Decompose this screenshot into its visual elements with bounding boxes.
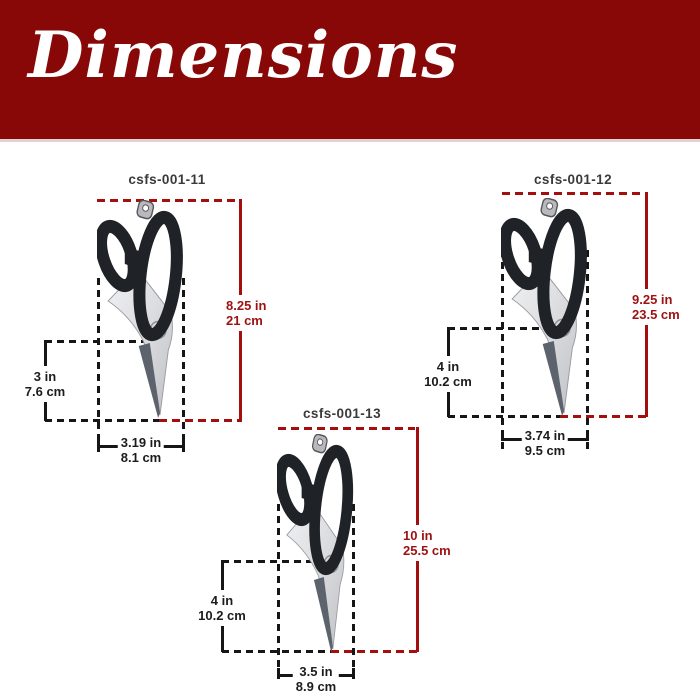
width-inches: 3.5 in: [299, 664, 333, 679]
blade-length-label: 4 in 10.2 cm: [195, 590, 249, 626]
length-dimension-bottom-line: [159, 419, 242, 422]
width-dimension-left-line: [501, 250, 504, 450]
width-cm: 8.9 cm: [295, 679, 337, 694]
blade-dimension-bottom-line: [448, 415, 560, 418]
length-dimension-top-line: [97, 199, 240, 202]
length-dimension-bottom-line: [331, 650, 417, 653]
blade-length-cm: 10.2 cm: [198, 608, 246, 623]
blade-length-cm: 7.6 cm: [24, 384, 66, 399]
scissors-illustration: [501, 198, 589, 420]
blade-dimension-bottom-line: [222, 650, 331, 653]
width-bracket-left-tick: [277, 668, 280, 677]
width-dimension-right-line: [182, 278, 185, 452]
overall-length-cm: 23.5 cm: [632, 307, 680, 322]
width-bracket-left-tick: [501, 432, 504, 441]
product-sku-label: csfs-001-12: [534, 172, 612, 187]
blade-length-inches: 3 in: [33, 369, 57, 384]
width-label: 3.74 in 9.5 cm: [521, 425, 569, 461]
scissors-illustration: [97, 200, 185, 422]
blade-length-label: 3 in 7.6 cm: [21, 366, 69, 402]
blade-length-cm: 10.2 cm: [424, 374, 472, 389]
blade-dimension-top-line: [222, 560, 330, 563]
width-cm: 9.5 cm: [524, 443, 566, 458]
width-label: 3.5 in 8.9 cm: [292, 661, 340, 697]
blade-dimension-bottom-line: [45, 419, 159, 422]
blade-dimension-top-line: [45, 340, 155, 343]
overall-length-inches: 10 in: [403, 528, 433, 543]
blade-length-inches: 4 in: [210, 593, 234, 608]
width-dimension-left-line: [97, 278, 100, 452]
width-dimension-left-line: [277, 504, 280, 680]
scissors-illustration: [277, 434, 355, 656]
width-bracket-right-tick: [182, 439, 185, 448]
width-label: 3.19 in 8.1 cm: [117, 432, 165, 468]
product-sku-label: csfs-001-13: [303, 406, 381, 421]
width-inches: 3.74 in: [524, 428, 566, 443]
width-dimension-right-line: [352, 504, 355, 680]
width-inches: 3.19 in: [120, 435, 162, 450]
overall-length-inches: 8.25 in: [226, 298, 267, 313]
product-sku-label: csfs-001-11: [128, 172, 206, 187]
page-title: Dimensions: [28, 18, 459, 93]
length-dimension-bottom-line: [560, 415, 646, 418]
overall-length-label: 9.25 in 23.5 cm: [632, 289, 684, 325]
overall-length-inches: 9.25 in: [632, 292, 673, 307]
width-cm: 8.1 cm: [120, 450, 162, 465]
length-dimension-top-line: [278, 427, 415, 430]
overall-length-cm: 21 cm: [226, 313, 263, 328]
length-dimension-top-line: [502, 192, 644, 195]
width-bracket-right-tick: [352, 668, 355, 677]
blade-length-inches: 4 in: [436, 359, 460, 374]
overall-length-cm: 25.5 cm: [403, 543, 451, 558]
width-bracket-right-tick: [586, 432, 589, 441]
width-dimension-right-line: [586, 250, 589, 450]
overall-length-label: 10 in 25.5 cm: [403, 525, 455, 561]
blade-length-label: 4 in 10.2 cm: [421, 356, 475, 392]
width-bracket-left-tick: [97, 439, 100, 448]
header-banner: Dimensions: [0, 0, 700, 142]
overall-length-label: 8.25 in 21 cm: [226, 295, 271, 331]
